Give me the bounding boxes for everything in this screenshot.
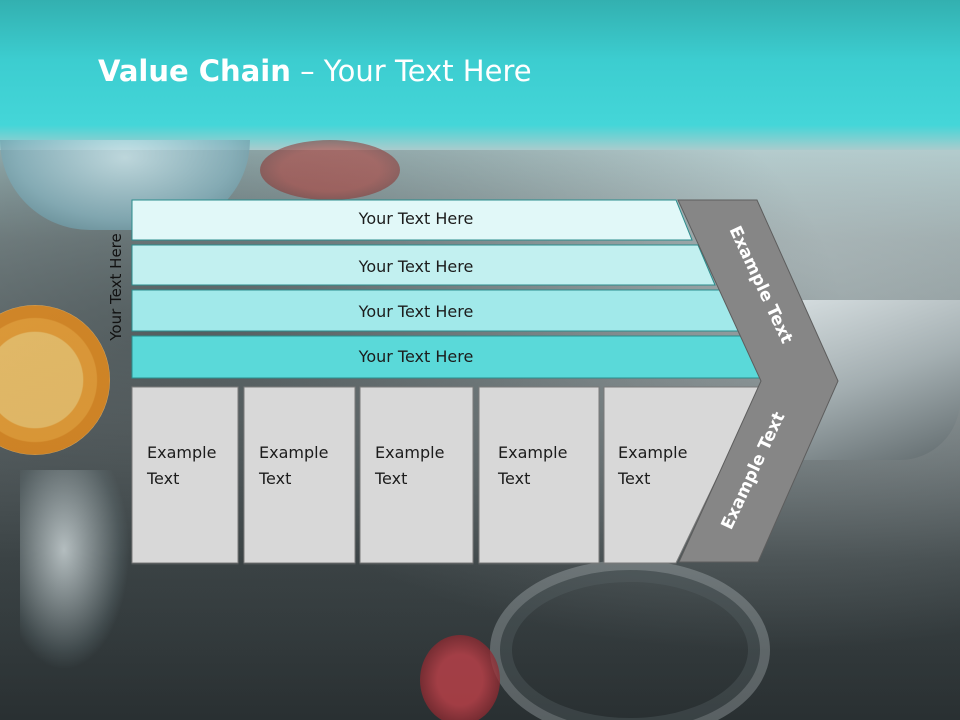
support-row: Your Text Here	[131, 335, 764, 379]
activity-box-2-line1: Example	[259, 443, 328, 462]
support-row: Your Text Here	[131, 244, 716, 286]
diagram-reflection	[131, 564, 827, 720]
support-row: Your Text Here	[131, 289, 740, 332]
activity-box-3-line2: Text	[374, 469, 407, 488]
reflection-box-2	[243, 564, 356, 720]
support-row-2-label: Your Text Here	[358, 257, 474, 276]
support-row-2-shape	[131, 244, 716, 286]
margin-arrow: Example Text Example Text	[677, 199, 839, 563]
activity-box-4-shape	[478, 386, 600, 564]
activity-box: Example Text	[359, 386, 474, 564]
activity-box-3-line1: Example	[375, 443, 444, 462]
margin-arrow-shape	[677, 199, 839, 563]
activity-box-4-line1: Example	[498, 443, 567, 462]
activity-box: Example Text	[603, 386, 762, 564]
support-row-1-label: Your Text Here	[358, 209, 474, 228]
activity-box-5-line2: Text	[617, 469, 650, 488]
background-ice-image	[20, 470, 130, 670]
slide-title: Value Chain – Your Text Here	[98, 54, 532, 88]
activity-box-1-shape	[131, 386, 239, 564]
support-rows: Your Text Here Your Text Here Your Text …	[131, 199, 764, 379]
activity-box-4-line2: Text	[497, 469, 530, 488]
activity-box-1-line1: Example	[147, 443, 216, 462]
activity-box-3-shape	[359, 386, 474, 564]
reflection-box-5	[603, 564, 752, 720]
activity-box-1-line2: Text	[146, 469, 179, 488]
support-row-4-label: Your Text Here	[358, 347, 474, 366]
vertical-axis-label: Your Text Here	[107, 233, 125, 341]
support-row-3-label: Your Text Here	[358, 302, 474, 321]
activity-box-2-line2: Text	[258, 469, 291, 488]
reflection-box-3	[359, 564, 474, 720]
reflection-arrow	[678, 565, 827, 720]
activity-box-5-line1: Example	[618, 443, 687, 462]
background-strawberry-image	[260, 140, 400, 200]
activity-box: Example Text	[478, 386, 600, 564]
activity-box: Example Text	[243, 386, 356, 564]
activity-box-5-shape	[603, 386, 762, 564]
support-row-1-shape	[131, 199, 693, 241]
slide-title-rest: – Your Text Here	[290, 54, 532, 88]
slide-title-bold: Value Chain	[98, 54, 291, 88]
reflection-box-4	[478, 564, 600, 720]
primary-activities: Example Text Example Text Example Text E…	[131, 386, 762, 564]
activity-box-2-shape	[243, 386, 356, 564]
activity-box: Example Text	[131, 386, 239, 564]
reflection-box-1	[131, 564, 239, 720]
support-row: Your Text Here	[131, 199, 693, 241]
